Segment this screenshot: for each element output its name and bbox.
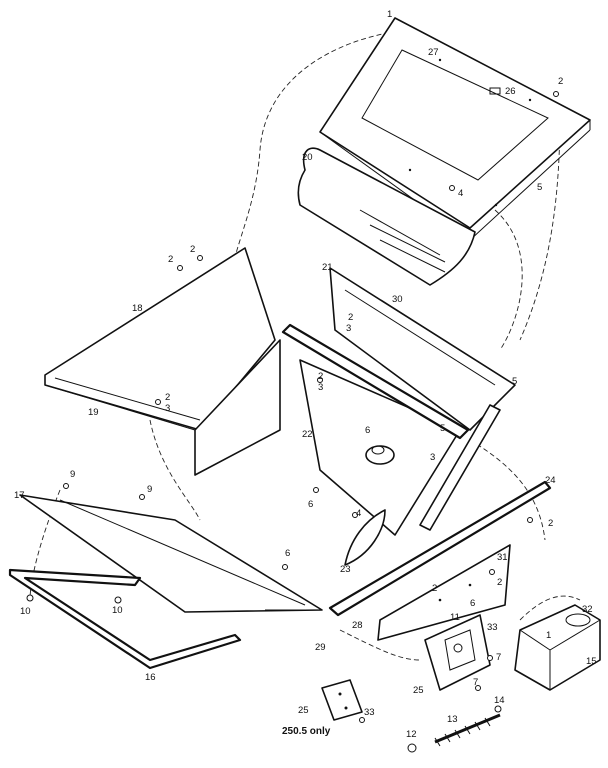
callout-32: 32 (582, 604, 593, 615)
callout-17: 17 (14, 490, 25, 501)
callout-13: 13 (447, 714, 458, 725)
callout-7: 7 (473, 677, 478, 688)
bottom-tray-part (19, 494, 323, 613)
callout-25: 25 (413, 685, 424, 696)
callout-26: 26 (505, 86, 516, 97)
left-shelf-part (44, 247, 281, 476)
callout-31: 31 (497, 552, 508, 563)
callout-33: 33 (364, 707, 375, 718)
callout-11: 11 (450, 612, 460, 623)
callout-3: 3 (165, 403, 170, 414)
callout-9: 9 (70, 469, 75, 480)
callout-14: 14 (494, 695, 505, 706)
callout-2: 2 (165, 392, 170, 403)
callout-3: 3 (346, 323, 351, 334)
callout-6: 6 (365, 425, 370, 436)
callout-2: 2 (548, 518, 553, 529)
top-cover-part (319, 17, 591, 241)
callout-15: 15 (586, 656, 597, 667)
callout-6: 6 (285, 548, 290, 559)
model-note: 250.5 only (282, 726, 331, 737)
side-rail-part (419, 404, 501, 531)
callout-25: 25 (298, 705, 309, 716)
callout-33: 33 (487, 622, 498, 633)
box-part (514, 604, 601, 691)
callout-1: 1 (387, 9, 392, 20)
callout-30: 30 (392, 294, 403, 305)
frame-rod-part (8, 568, 242, 670)
callout-10: 10 (112, 605, 123, 616)
callout-3: 3 (430, 452, 435, 463)
callout-23: 23 (340, 564, 351, 575)
callout-19: 19 (88, 407, 99, 418)
callout-22: 22 (302, 429, 313, 440)
callout-6: 6 (308, 499, 313, 510)
small-plate-part (321, 679, 363, 721)
callout-2: 2 (190, 244, 195, 255)
callout-12: 12 (406, 729, 417, 740)
fasteners (26, 91, 559, 753)
callout-2: 2 (168, 254, 173, 265)
callout-2: 2 (348, 312, 353, 323)
bracket-assembly-part (424, 614, 491, 691)
callout-5: 5 (537, 182, 542, 193)
callout-21: 21 (322, 262, 333, 273)
callout-1: 1 (546, 630, 551, 641)
callout-2: 2 (497, 577, 502, 588)
callout-3: 3 (318, 382, 323, 393)
curved-panel-part (297, 147, 476, 286)
callout-2: 2 (318, 371, 323, 382)
callout-4: 4 (458, 188, 463, 199)
callout-24: 24 (545, 475, 556, 486)
callout-27: 27 (428, 47, 439, 58)
callout-16: 16 (145, 672, 156, 683)
callout-28: 28 (352, 620, 363, 631)
callout-6: 6 (470, 598, 475, 609)
callout-5: 5 (512, 376, 517, 387)
callout-5: 5 (440, 423, 445, 434)
callout-10: 10 (20, 606, 31, 617)
center-panel-part (281, 323, 470, 536)
callout-20: 20 (302, 152, 313, 163)
spring-part (434, 713, 501, 747)
callout-2: 2 (558, 76, 563, 87)
long-rail-part (328, 480, 552, 641)
small-flap-part (344, 509, 386, 566)
callout-4: 4 (356, 508, 361, 519)
callout-29: 29 (315, 642, 326, 653)
callout-7: 7 (496, 652, 501, 663)
callout-9: 9 (147, 484, 152, 495)
rear-frame-part (329, 267, 516, 431)
callout-2: 2 (432, 583, 437, 594)
callout-18: 18 (132, 303, 143, 314)
callout-labels: 1 27 26 2 5 20 4 2 2 18 19 2 3 21 30 2 3… (14, 9, 597, 740)
